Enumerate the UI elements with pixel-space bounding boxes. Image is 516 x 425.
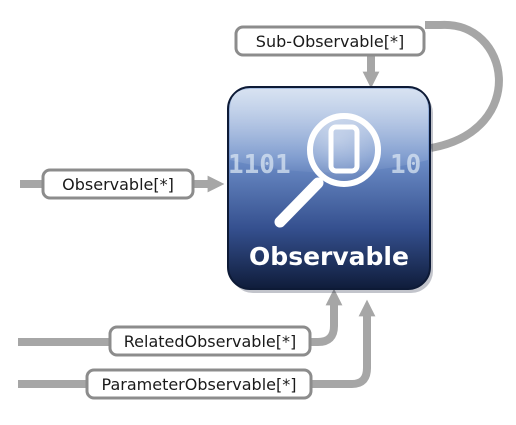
box-title: Observable bbox=[249, 242, 409, 271]
label-observable-input-text: Observable[*] bbox=[62, 175, 174, 194]
connector-loop bbox=[425, 20, 503, 152]
binary-left-text: 1101 bbox=[228, 150, 291, 180]
connector-parameter bbox=[18, 299, 376, 388]
label-observable-input: Observable[*] bbox=[41, 168, 195, 200]
label-related-observable: RelatedObservable[*] bbox=[108, 325, 312, 357]
magnifier-icon bbox=[274, 113, 381, 228]
connector-related bbox=[18, 288, 343, 346]
label-related-observable-text: RelatedObservable[*] bbox=[124, 332, 296, 351]
observable-box: 1101 10 Observable bbox=[227, 86, 433, 293]
label-parameter-observable: ParameterObservable[*] bbox=[85, 368, 313, 400]
label-parameter-observable-text: ParameterObservable[*] bbox=[102, 375, 297, 394]
label-sub-observable: Sub-Observable[*] bbox=[234, 25, 426, 57]
binary-right-text: 10 bbox=[390, 150, 421, 180]
label-sub-observable-text: Sub-Observable[*] bbox=[256, 32, 404, 51]
